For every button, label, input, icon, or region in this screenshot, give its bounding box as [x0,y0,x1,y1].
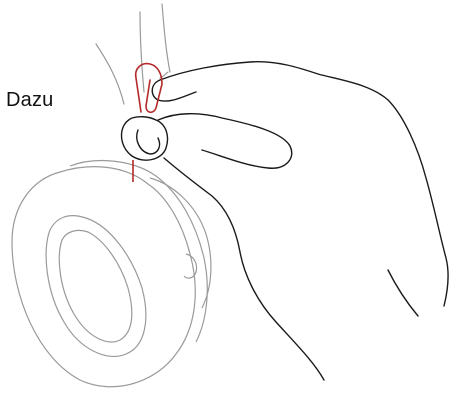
hand-thumb [122,117,168,160]
hand-middle-finger [158,114,292,168]
headband-outline [96,4,170,104]
earcup-rim [70,161,207,342]
earcup-back-plate [150,178,211,308]
hand-index-finger [160,62,448,306]
hand-palm-lower [164,158,324,380]
headphone-earcup-illustration [12,161,211,387]
paperclip-icon [136,64,162,113]
callout-label: Dazu [6,90,54,110]
hand-thumbnail [137,130,160,154]
earcup-outer-shell [12,167,195,387]
earcup-button [184,254,197,278]
hand-illustration [122,62,449,380]
hand-wrist-line [388,270,418,316]
